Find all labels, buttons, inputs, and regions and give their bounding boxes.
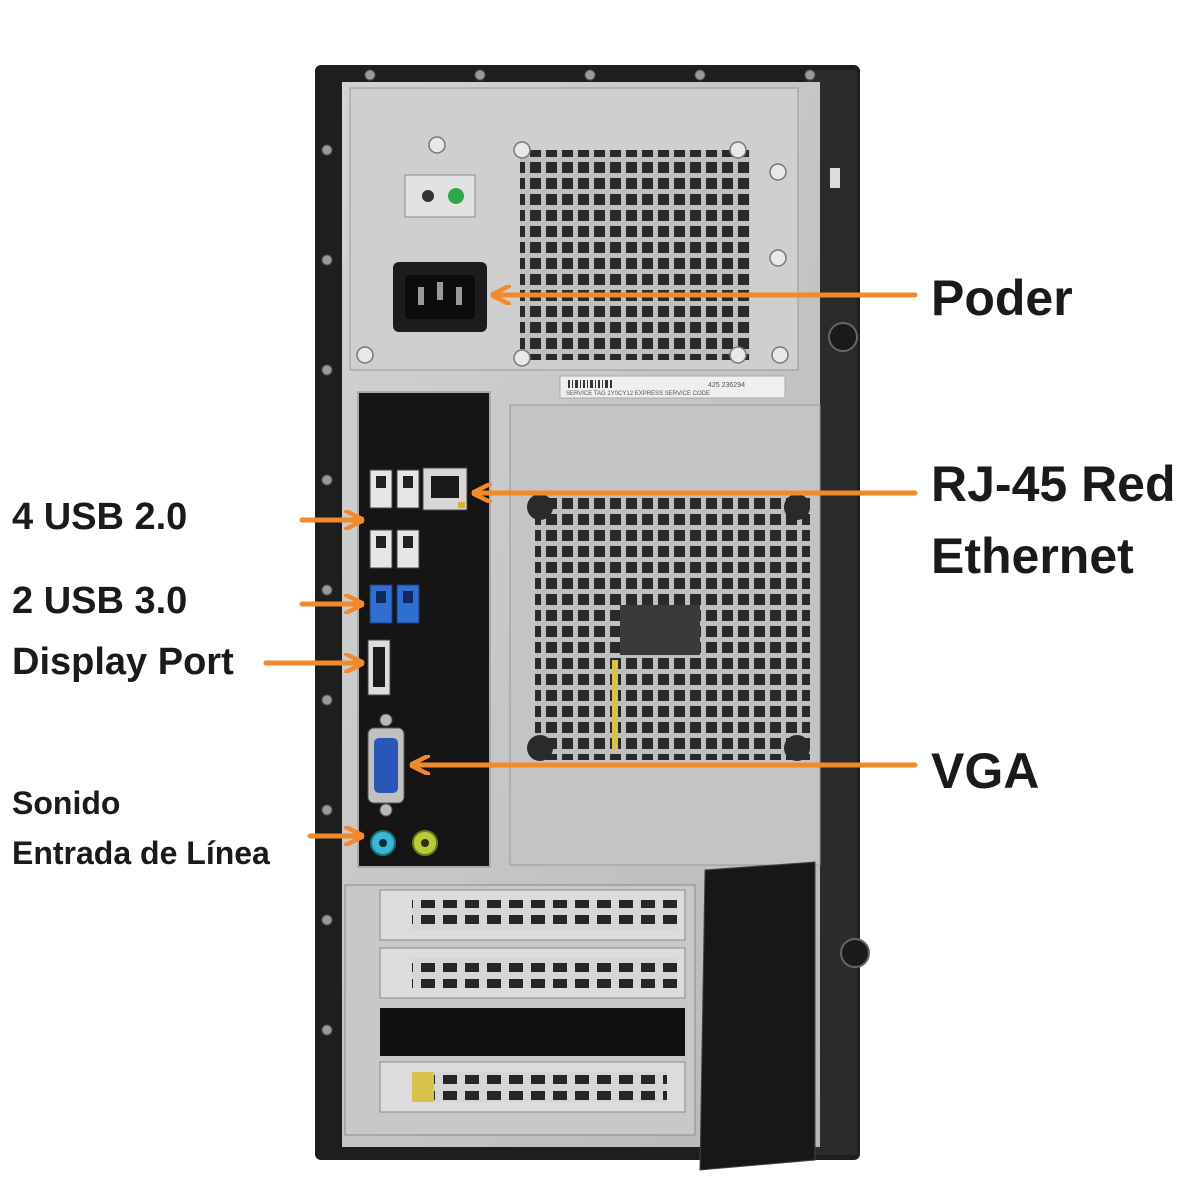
callout-usb3: 2 USB 3.0 [12,580,188,622]
expansion-slots [344,884,696,1136]
callout-rj45-line1: RJ-45 Red [931,456,1176,512]
usb2-port-1[interactable] [369,469,393,509]
psu-grille [520,150,750,360]
audio-line-in-hole [379,839,387,847]
fan-label [620,605,700,655]
expansion-slot-3-open [380,1008,685,1056]
callout-arrows [263,295,918,836]
displayport-socket [373,647,385,687]
callout-rj45-line2: Ethernet [931,528,1134,584]
callout-usb2: 4 USB 2.0 [12,496,188,538]
power-socket-pins [418,282,462,305]
sticker-code: 425 236294 [708,382,745,389]
callout-sound-line1: Sonido [12,785,121,821]
usb2-port-4[interactable] [396,529,420,569]
audio-line-out-hole [421,839,429,847]
sticker-text: SERVICE TAG 1Y0CY12 EXPRESS SERVICE CODE [566,391,710,397]
usb2-port-2[interactable] [396,469,420,509]
fan-mount-pads [527,494,810,761]
usb2-port-3[interactable] [369,529,393,569]
vga-socket [374,738,398,793]
service-tag-sticker [559,375,786,399]
callout-sound-line2: Entrada de Línea [12,835,270,871]
frame-screws [321,69,816,1036]
usb2-ports [369,469,420,569]
usb3-port-1[interactable] [369,584,393,624]
callout-displayport: Display Port [12,641,234,683]
callout-vga: VGA [931,743,1040,799]
vga-screw-bottom [379,803,393,817]
usb3-port-2[interactable] [396,584,420,624]
callout-power: Poder [931,270,1073,326]
psu-screws [356,136,789,367]
slot-retention-latch [699,861,816,1171]
lock-slot [830,168,840,188]
side-thumbscrew-top [828,322,858,352]
psu-indicator-dark [422,190,434,202]
rj45-socket [431,476,459,498]
psu-switch-plate [404,174,476,218]
sticker-barcode [568,380,612,388]
usb3-ports [369,584,420,624]
rj45-led [458,502,465,508]
fan-cable [612,660,618,750]
power-led [448,188,464,204]
vga-screw-top [379,713,393,727]
side-thumbscrew-bottom [840,938,870,968]
